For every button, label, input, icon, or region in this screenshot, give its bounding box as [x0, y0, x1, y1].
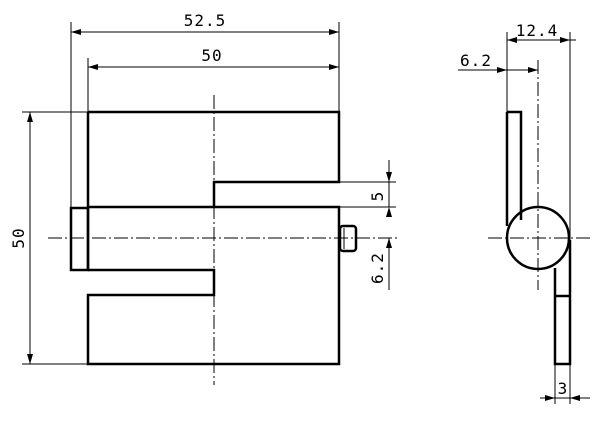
dimension-label-notch-height: 5 [368, 191, 387, 202]
dimension-overall-depth: 12.4 [506, 21, 576, 240]
dimension-plate-thickness: 3 [540, 364, 590, 404]
dimension-overall-width: 52.5 [70, 11, 340, 208]
dimension-pin-radius-offset: 6.2 [458, 51, 538, 73]
dimension-label-overall-depth: 12.4 [516, 21, 559, 40]
dimension-label-plate-height: 50 [9, 227, 28, 248]
dimension-plate-height: 50 [9, 111, 88, 365]
dimension-label-plate-thickness: 3 [558, 379, 569, 398]
dimension-plate-width: 50 [87, 46, 339, 112]
front-view: 52.5 50 50 5 [9, 11, 400, 385]
side-view: 12.4 6.2 3 [458, 21, 590, 404]
dimension-label-overall-width: 52.5 [184, 11, 227, 30]
side-upper-plate [507, 110, 523, 220]
dimension-notch-height: 5 [339, 160, 396, 217]
dimension-pin-offset: 6.2 [368, 238, 392, 290]
side-lower-plate [553, 240, 572, 366]
knuckle-barrel [69, 206, 90, 272]
dimension-label-plate-width: 50 [201, 46, 222, 65]
dimension-label-pin-radius-offset: 6.2 [460, 51, 492, 70]
dimension-label-pin-offset: 6.2 [368, 252, 387, 284]
